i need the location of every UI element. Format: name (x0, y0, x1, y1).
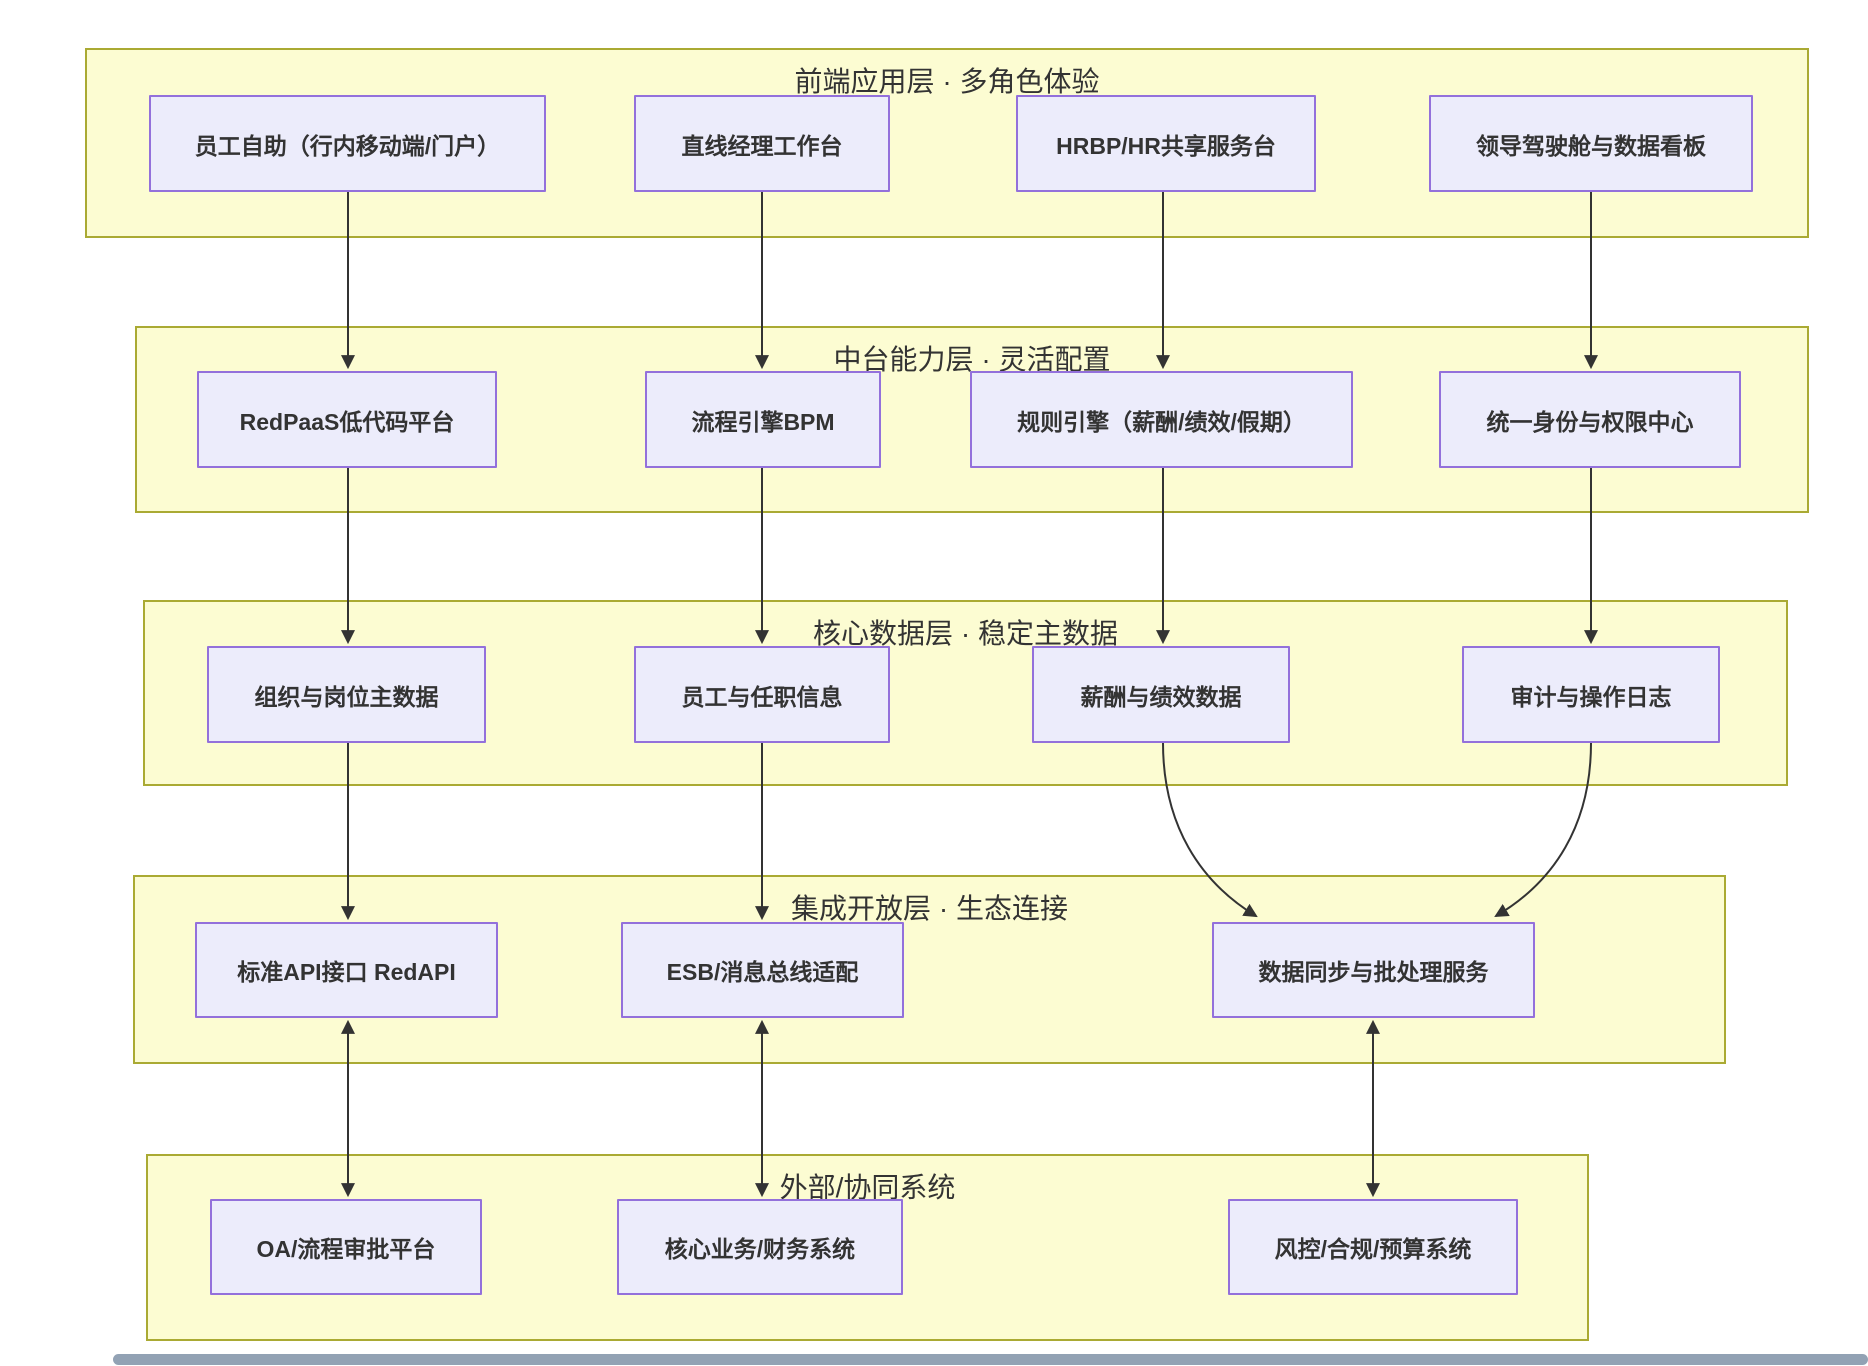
node-org-position-masterdata: 组织与岗位主数据 (207, 646, 486, 743)
node-data-sync-batch: 数据同步与批处理服务 (1212, 922, 1535, 1018)
node-rule-engine: 规则引擎（薪酬/绩效/假期） (970, 371, 1353, 468)
layer-midplatform-title: 中台能力层 · 灵活配置 (833, 344, 1111, 375)
layer-external-title: 外部/协同系统 (779, 1172, 956, 1203)
node-audit-operation-log: 审计与操作日志 (1462, 646, 1720, 743)
node-employee-job-info: 员工与任职信息 (634, 646, 890, 743)
node-employee-self-service: 员工自助（行内移动端/门户） (149, 95, 546, 192)
node-risk-compliance-budget: 风控/合规/预算系统 (1228, 1199, 1518, 1295)
node-bpm-engine: 流程引擎BPM (645, 371, 881, 468)
node-leader-cockpit-dashboard: 领导驾驶舱与数据看板 (1429, 95, 1753, 192)
node-hrbp-shared-service: HRBP/HR共享服务台 (1016, 95, 1316, 192)
node-core-business-finance: 核心业务/财务系统 (617, 1199, 903, 1295)
node-comp-performance-data: 薪酬与绩效数据 (1032, 646, 1290, 743)
node-redpaas-lowcode: RedPaaS低代码平台 (197, 371, 497, 468)
horizontal-scrollbar[interactable] (113, 1354, 1868, 1365)
layer-coredata-title: 核心数据层 · 稳定主数据 (813, 618, 1118, 649)
node-line-manager-workbench: 直线经理工作台 (634, 95, 890, 192)
node-oa-approval-platform: OA/流程审批平台 (210, 1199, 482, 1295)
node-redapi-standard-api: 标准API接口 RedAPI (195, 922, 498, 1018)
layer-frontend-title: 前端应用层 · 多角色体验 (794, 66, 1100, 97)
node-esb-bus-adapter: ESB/消息总线适配 (621, 922, 904, 1018)
layer-integration-title: 集成开放层 · 生态连接 (791, 893, 1068, 924)
node-identity-center: 统一身份与权限中心 (1439, 371, 1741, 468)
